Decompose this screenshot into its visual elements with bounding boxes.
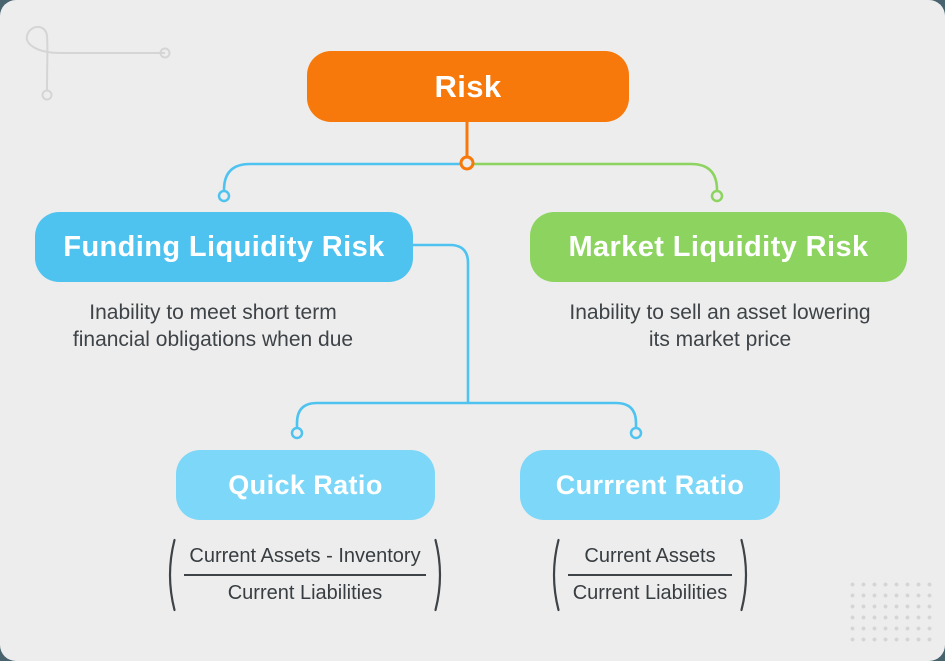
open-paren-icon — [169, 538, 176, 612]
current-ratio-formula: Current Assets Current Liabilities — [525, 536, 775, 614]
current-ratio-numerator: Current Assets — [584, 545, 716, 567]
close-paren-icon — [740, 538, 748, 612]
quick-ratio-numerator: Current Assets - Inventory — [189, 545, 421, 567]
funding-liquidity-risk-node: Funding Liquidity Risk — [35, 212, 413, 282]
current-ratio-node: Currrent Ratio — [520, 450, 780, 520]
funding-risk-description-line1: Inability to meet short term — [89, 301, 337, 324]
quick-ratio-node: Quick Ratio — [176, 450, 435, 520]
market-risk-description-line1: Inability to sell an asset lowering — [569, 301, 871, 324]
market-liquidity-risk-node: Market Liquidity Risk — [530, 212, 907, 282]
close-paren-icon — [433, 538, 441, 612]
open-paren-icon — [552, 538, 560, 612]
dot-grid-decoration — [845, 577, 933, 643]
quick-ratio-denominator: Current Liabilities — [184, 574, 426, 605]
current-ratio-fraction: Current Assets Current Liabilities — [567, 545, 733, 605]
quick-ratio-fraction: Current Assets - Inventory Current Liabi… — [184, 545, 426, 605]
market-risk-description: Inability to sell an asset lowering its … — [520, 299, 920, 353]
risk-root-node: Risk — [307, 51, 629, 122]
market-liquidity-risk-label: Market Liquidity Risk — [568, 230, 869, 263]
funding-risk-description: Inability to meet short term financial o… — [8, 299, 418, 353]
risk-root-label: Risk — [434, 68, 502, 104]
quick-ratio-formula: Current Assets - Inventory Current Liabi… — [140, 536, 470, 614]
funding-risk-description-line2: financial obligations when due — [72, 328, 354, 351]
squiggle-decoration-icon — [25, 26, 171, 101]
quick-ratio-label: Quick Ratio — [228, 469, 383, 500]
current-ratio-label: Currrent Ratio — [555, 469, 745, 500]
current-ratio-denominator: Current Liabilities — [567, 574, 733, 605]
market-risk-description-line2: its market price — [648, 328, 792, 351]
funding-liquidity-risk-label: Funding Liquidity Risk — [63, 230, 385, 263]
